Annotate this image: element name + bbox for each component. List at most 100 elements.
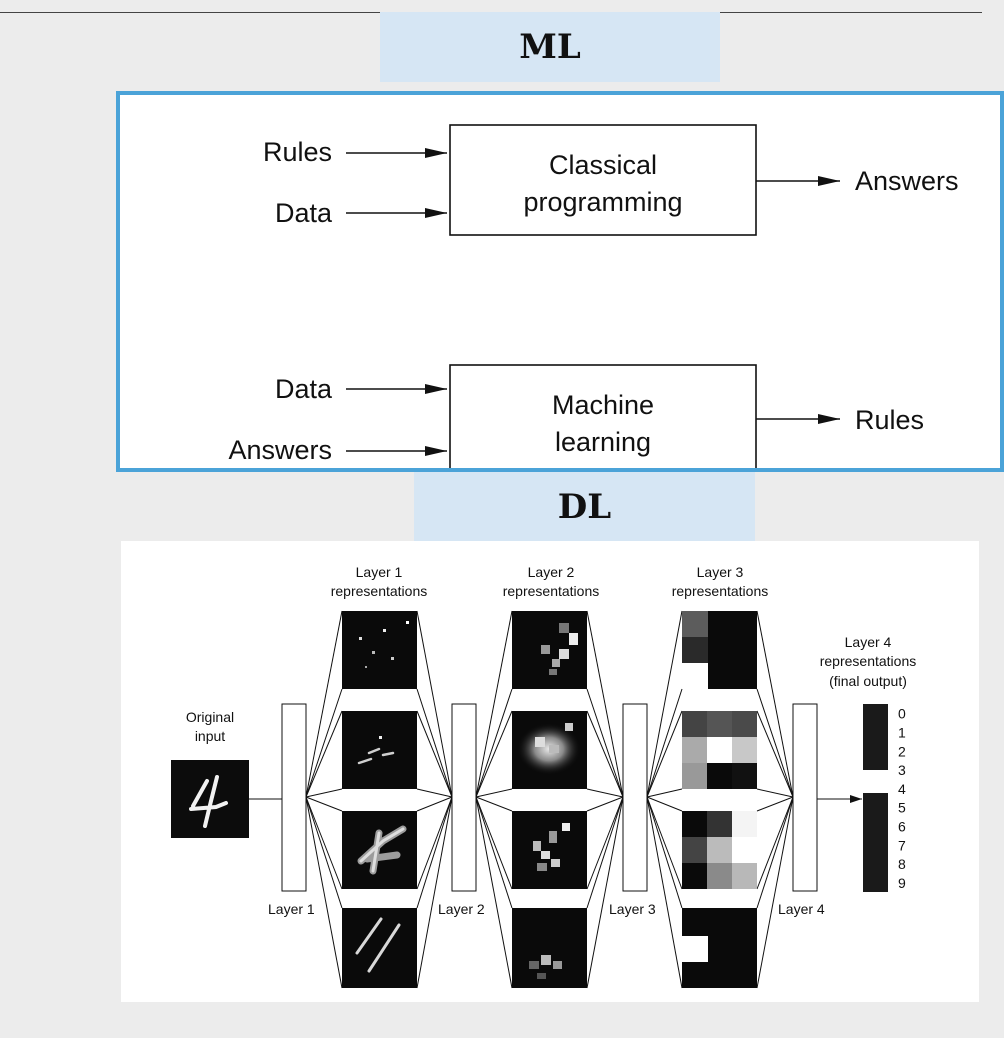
connection-line xyxy=(416,788,453,798)
layer3-rep-1 xyxy=(682,611,757,689)
connection-line xyxy=(305,796,343,909)
original-input-image xyxy=(171,760,249,838)
output-digit-7: 7 xyxy=(898,837,906,853)
layer1-header-line1: Layer 1 xyxy=(356,564,403,580)
final-output-bar xyxy=(863,704,888,892)
dl-banner: DL xyxy=(414,472,755,542)
connection-line xyxy=(475,688,513,798)
classical-output-answers: Answers xyxy=(855,166,959,196)
classical-input-rules: Rules xyxy=(263,137,332,167)
layer2-header-line1: Layer 2 xyxy=(528,564,575,580)
output-digit-8: 8 xyxy=(898,856,906,872)
output-digit-9: 9 xyxy=(898,875,906,891)
output-digit-2: 2 xyxy=(898,743,906,759)
layer3-rep-2 xyxy=(682,711,757,789)
layer4-header-line3: (final output) xyxy=(829,673,907,689)
connection-line xyxy=(305,688,343,798)
output-digit-6: 6 xyxy=(898,818,906,834)
connection-line xyxy=(756,710,794,798)
layer3-label: Layer 3 xyxy=(609,901,656,917)
connection-line xyxy=(475,796,513,909)
layer3-header-line1: Layer 3 xyxy=(697,564,744,580)
layer1-header-line2: representations xyxy=(331,583,428,599)
original-input-line2: input xyxy=(195,728,225,744)
connection-line xyxy=(475,796,513,989)
dl-banner-title: DL xyxy=(557,487,612,527)
connection-line xyxy=(305,710,343,798)
ml-input-answers: Answers xyxy=(228,435,332,465)
connection-line xyxy=(305,788,343,798)
layer-connections xyxy=(305,610,794,989)
layer4-bar xyxy=(792,703,818,892)
connection-line xyxy=(756,796,794,812)
ml-diagram-box: Rules Data Classical programming Answers… xyxy=(116,91,1004,472)
layer4-header-line1: Layer 4 xyxy=(845,634,892,650)
layer2-rep-2 xyxy=(512,711,587,789)
connection-line xyxy=(475,788,513,798)
layer3-header-line2: representations xyxy=(672,583,769,599)
layer1-rep-1 xyxy=(342,611,417,689)
classical-box-line-1: Classical xyxy=(549,150,657,180)
output-digit-0: 0 xyxy=(898,706,906,722)
connection-line xyxy=(646,610,683,798)
connection-line xyxy=(416,610,453,798)
ml-diagram: Rules Data Classical programming Answers… xyxy=(228,124,959,468)
layer1-bar xyxy=(281,703,307,892)
ml-box-line-2: learning xyxy=(555,427,651,457)
connection-line xyxy=(475,610,513,798)
layer4-label: Layer 4 xyxy=(778,901,825,917)
connection-line xyxy=(305,610,343,798)
connection-line xyxy=(586,796,624,812)
connection-line xyxy=(416,796,453,989)
classical-input-data: Data xyxy=(275,198,333,228)
layer1-rep-3 xyxy=(342,811,417,889)
layer2-rep-3 xyxy=(512,811,587,889)
output-digit-1: 1 xyxy=(898,724,906,740)
classical-box-line-2: programming xyxy=(523,187,682,217)
original-input-line1: Original xyxy=(186,709,234,725)
layer1-rep-2 xyxy=(342,711,417,789)
connection-line xyxy=(646,796,683,890)
connection-line xyxy=(756,796,794,909)
connection-line xyxy=(305,796,343,989)
dl-diagram-panel: Layer 1 representations Layer 2 represen… xyxy=(121,541,979,1002)
layer1-rep-4 xyxy=(342,908,417,988)
layer3-bar xyxy=(622,703,648,892)
ml-banner-title: ML xyxy=(519,27,581,67)
dl-diagram: Layer 1 representations Layer 2 represen… xyxy=(171,564,917,989)
connection-line xyxy=(475,796,513,812)
connection-line xyxy=(646,796,683,909)
connection-line xyxy=(646,796,683,812)
connection-line xyxy=(586,796,624,890)
connection-line xyxy=(756,688,794,798)
connection-line xyxy=(416,688,453,798)
connection-line xyxy=(646,796,683,989)
ml-box-line-1: Machine xyxy=(552,390,654,420)
connection-line xyxy=(756,796,794,890)
connection-line xyxy=(416,796,453,812)
ml-output-rules: Rules xyxy=(855,405,924,435)
layer1-label: Layer 1 xyxy=(268,901,315,917)
layer2-rep-1 xyxy=(512,611,587,689)
connection-line xyxy=(475,796,513,890)
machine-learning-box xyxy=(449,364,757,468)
connection-line xyxy=(305,796,343,812)
connection-line xyxy=(305,796,343,890)
connection-line xyxy=(586,788,624,798)
connection-line xyxy=(475,710,513,798)
connection-line xyxy=(416,796,453,890)
layer4-header-line2: representations xyxy=(820,653,917,669)
connection-line xyxy=(646,788,683,798)
connection-line xyxy=(586,796,624,989)
layer2-label: Layer 2 xyxy=(438,901,485,917)
connection-line xyxy=(586,796,624,909)
layer3-rep-3 xyxy=(682,811,757,889)
connection-line xyxy=(756,610,794,798)
connection-line xyxy=(586,610,624,798)
layer2-bar xyxy=(451,703,477,892)
output-digit-3: 3 xyxy=(898,762,906,778)
connection-line xyxy=(756,788,794,798)
connection-line xyxy=(646,710,683,798)
ml-banner: ML xyxy=(380,12,720,82)
connection-line xyxy=(416,796,453,909)
